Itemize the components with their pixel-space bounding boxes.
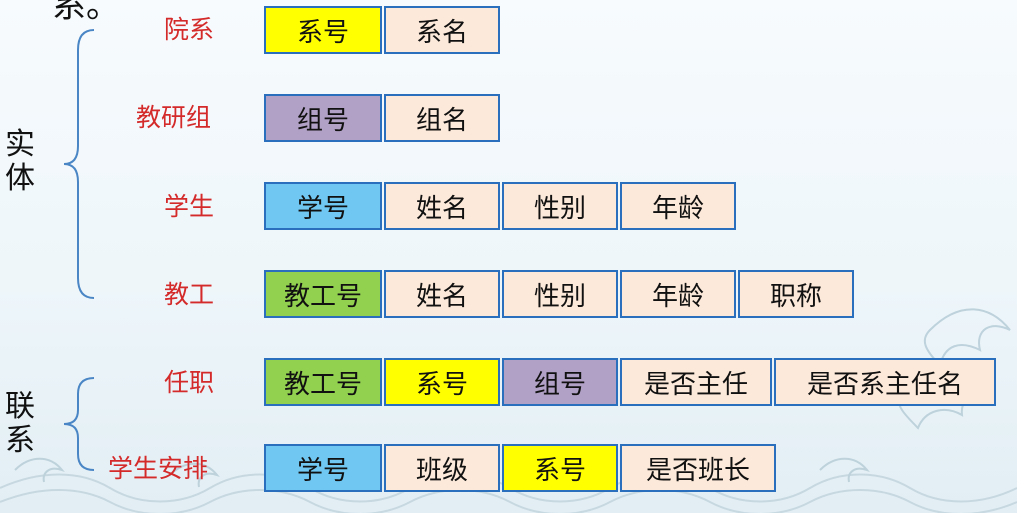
appointment-attribute-row: 教工号 系号 组号 是否主任 是否系主任名 bbox=[264, 358, 998, 406]
attribute-cell-staff-age: 年龄 bbox=[620, 270, 736, 318]
row-label-student-assignment: 学生安排 bbox=[108, 453, 208, 485]
row-label-student: 学生 bbox=[164, 191, 214, 223]
student-attribute-row: 学号 姓名 性别 年龄 bbox=[264, 182, 738, 230]
attribute-cell-group-id: 组号 bbox=[264, 94, 382, 142]
heading-fragment: 系。 bbox=[52, 0, 120, 26]
attribute-cell-student-age: 年龄 bbox=[620, 182, 736, 230]
attribute-cell-department-name: 系名 bbox=[384, 6, 500, 54]
attribute-cell-staff-name: 姓名 bbox=[384, 270, 500, 318]
attribute-cell-staff-id: 教工号 bbox=[264, 270, 382, 318]
row-label-department: 院系 bbox=[164, 14, 214, 46]
attribute-cell-is-director: 是否主任 bbox=[620, 358, 772, 406]
teaching-group-attribute-row: 组号 组名 bbox=[264, 94, 502, 142]
attribute-cell-student-id: 学号 bbox=[264, 182, 382, 230]
attribute-cell-group-name: 组名 bbox=[384, 94, 500, 142]
entity-brace bbox=[60, 28, 100, 300]
relation-group-label: 联 系 bbox=[0, 390, 40, 458]
row-label-staff: 教工 bbox=[164, 279, 214, 311]
row-label-appointment: 任职 bbox=[164, 367, 214, 399]
attribute-cell-student-name: 姓名 bbox=[384, 182, 500, 230]
entity-group-label: 实 体 bbox=[0, 128, 40, 196]
attribute-cell-is-class-monitor: 是否班长 bbox=[620, 444, 776, 492]
relation-brace bbox=[60, 376, 100, 472]
attribute-cell-appointment-group-id: 组号 bbox=[502, 358, 618, 406]
staff-attribute-row: 教工号 姓名 性别 年龄 职称 bbox=[264, 270, 856, 318]
department-attribute-row: 系号 系名 bbox=[264, 6, 502, 54]
attribute-cell-assignment-department-id: 系号 bbox=[502, 444, 618, 492]
attribute-cell-is-department-head-name: 是否系主任名 bbox=[774, 358, 996, 406]
attribute-cell-department-id: 系号 bbox=[264, 6, 382, 54]
attribute-cell-staff-title: 职称 bbox=[738, 270, 854, 318]
attribute-cell-appointment-department-id: 系号 bbox=[384, 358, 500, 406]
attribute-cell-student-gender: 性别 bbox=[502, 182, 618, 230]
attribute-cell-appointment-staff-id: 教工号 bbox=[264, 358, 382, 406]
student-assignment-attribute-row: 学号 班级 系号 是否班长 bbox=[264, 444, 778, 492]
attribute-cell-assignment-student-id: 学号 bbox=[264, 444, 382, 492]
attribute-cell-assignment-class: 班级 bbox=[384, 444, 500, 492]
attribute-cell-staff-gender: 性别 bbox=[502, 270, 618, 318]
row-label-teaching-group: 教研组 bbox=[136, 102, 211, 134]
